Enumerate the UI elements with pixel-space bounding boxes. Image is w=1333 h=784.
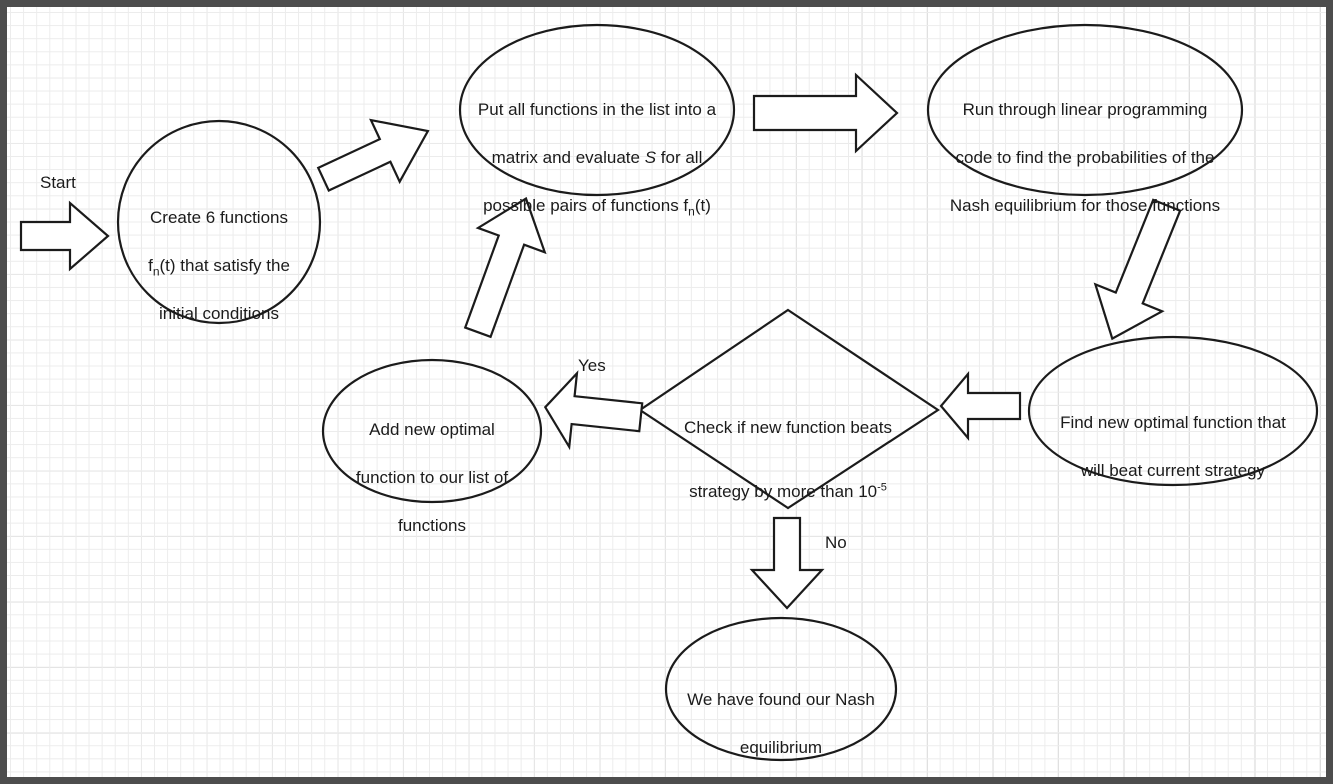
arrow-create-to-matrix[interactable] — [309, 100, 442, 210]
arrow-lp-to-newopt[interactable] — [1079, 192, 1200, 352]
edge-label-start: Start — [40, 173, 76, 192]
node-find-new-optimal[interactable] — [1027, 335, 1319, 487]
node-check-decision[interactable] — [638, 308, 940, 510]
arrow-newopt-to-check[interactable] — [939, 370, 1022, 442]
node-nash-found[interactable] — [664, 616, 898, 762]
arrow-start[interactable] — [19, 200, 110, 272]
edge-label-no: No — [825, 533, 847, 552]
arrow-check-to-add-yes[interactable] — [541, 370, 644, 454]
node-add-to-list[interactable] — [321, 358, 543, 504]
arrow-matrix-to-lp[interactable] — [752, 72, 899, 154]
node-build-matrix[interactable] — [458, 23, 736, 197]
arrow-check-to-nash-no[interactable] — [749, 516, 825, 610]
node-create-functions[interactable] — [116, 119, 322, 325]
arrow-add-to-matrix[interactable] — [445, 187, 560, 345]
edge-label-yes: Yes — [578, 356, 606, 375]
node-linear-programming[interactable] — [926, 23, 1244, 197]
